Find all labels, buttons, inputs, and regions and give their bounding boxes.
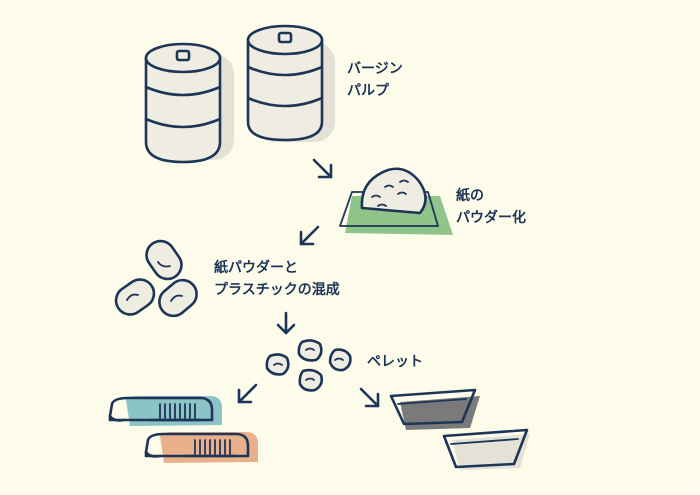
container-icon [389, 388, 480, 430]
label-line: バージン [347, 61, 403, 77]
capsule-icon [114, 278, 156, 316]
tray-icon [144, 432, 258, 463]
label-line: プラスチックの混成 [214, 282, 340, 298]
capsule-icon [145, 239, 183, 281]
tray-icon [108, 396, 222, 426]
label-line: パルプ [347, 83, 389, 99]
container-icon [442, 428, 530, 470]
pellet-icon [298, 368, 324, 392]
label-line: ペレット [367, 354, 423, 370]
pellet-icon [328, 348, 352, 372]
arrow-icon [299, 225, 320, 246]
label-line: 紙の [456, 188, 484, 204]
arrow-icon [237, 383, 258, 404]
pellet-icon [265, 353, 290, 376]
label-virgin-pulp: バージン パルプ [347, 58, 403, 102]
capsule-icon [158, 278, 198, 318]
powder-mound-icon [339, 167, 453, 235]
pellet-icon [297, 339, 323, 362]
drum-icon [144, 42, 234, 164]
label-line: パウダー化 [456, 210, 526, 226]
label-line: 紙パウダーと [214, 260, 298, 276]
label-pellet: ペレット [367, 351, 423, 373]
arrow-icon [312, 158, 333, 179]
label-mixing: 紙パウダーと プラスチックの混成 [214, 257, 340, 301]
drum-icon [246, 24, 335, 142]
arrow-icon [359, 387, 380, 408]
label-paper-powder: 紙の パウダー化 [456, 185, 526, 229]
arrow-icon [276, 311, 296, 335]
